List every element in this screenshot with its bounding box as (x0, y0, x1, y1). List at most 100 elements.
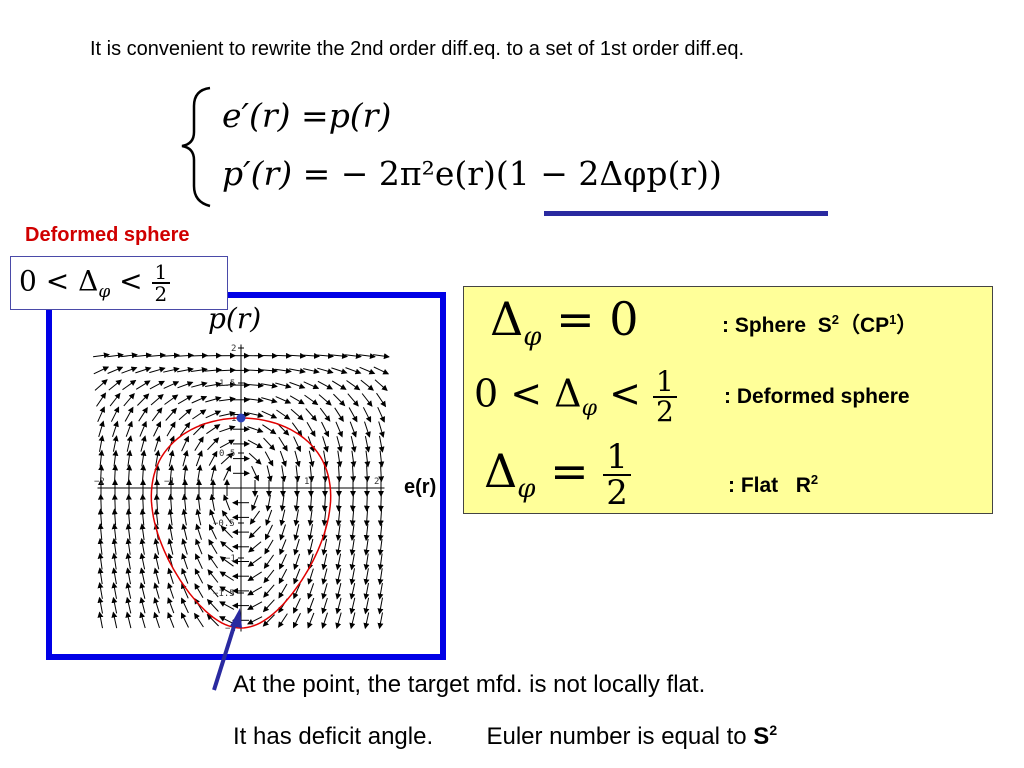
field-arrow (111, 582, 118, 599)
field-arrow (364, 435, 371, 453)
field-arrow (263, 569, 275, 584)
field-arrow (378, 421, 385, 438)
field-arrow (167, 523, 174, 541)
field-arrow (167, 611, 175, 628)
field-arrow (322, 436, 329, 453)
field-arrow (194, 568, 204, 584)
x-tick-label: −2 (94, 477, 105, 487)
field-arrow (98, 464, 105, 482)
field-arrow (220, 541, 234, 553)
field-arrow (190, 352, 208, 359)
field-arrow (307, 568, 314, 585)
field-arrow (335, 597, 342, 615)
field-arrow (377, 597, 384, 615)
field-arrow (335, 509, 342, 527)
field-arrow (223, 465, 231, 481)
field-arrow (112, 464, 119, 482)
field-arrow (261, 410, 278, 419)
field-arrow (149, 380, 165, 390)
y-tick-label: 2 (231, 344, 236, 354)
field-arrow (181, 493, 188, 511)
field-arrow (307, 524, 314, 541)
field-arrow (122, 379, 137, 391)
field-arrow (349, 553, 356, 571)
field-arrow (345, 353, 362, 360)
field-arrow (207, 584, 219, 598)
field-arrow (275, 396, 292, 404)
field-arrow (219, 556, 234, 567)
field-arrow (321, 509, 328, 527)
condition-phi: φ (98, 282, 111, 303)
field-arrow (219, 425, 236, 433)
field-arrow (350, 435, 357, 453)
field-arrow (126, 435, 133, 452)
field-arrow (363, 538, 370, 556)
field-arrow (288, 352, 306, 359)
field-arrow (218, 367, 236, 374)
y-tick-label: −1.5 (213, 589, 235, 599)
field-arrow (97, 523, 104, 541)
field-arrow (219, 410, 236, 417)
field-arrow (307, 612, 315, 629)
field-arrow (162, 352, 180, 359)
field-arrow (251, 465, 259, 482)
field-arrow (135, 366, 152, 374)
field-arrow (181, 523, 188, 541)
case-sphere-text: : Sphere (722, 314, 807, 337)
field-arrow (125, 611, 132, 629)
field-arrow (111, 493, 118, 511)
field-arrow (364, 465, 371, 483)
field-arrow (276, 409, 291, 420)
field-arrow (293, 494, 300, 512)
field-arrow (321, 597, 328, 615)
field-arrow (350, 465, 357, 483)
field-arrow (123, 392, 135, 407)
field-arrow (335, 524, 342, 541)
x-tick-label: 2 (374, 477, 379, 487)
field-arrow (275, 367, 292, 374)
field-arrow (335, 568, 342, 585)
field-arrow (349, 582, 356, 600)
field-arrow (154, 435, 161, 452)
field-arrow (153, 611, 160, 629)
field-arrow (377, 553, 384, 571)
field-arrow (279, 450, 287, 468)
field-arrow (262, 599, 275, 613)
field-arrow (196, 464, 203, 482)
field-arrow (121, 352, 138, 359)
field-arrow (377, 406, 385, 423)
field-arrow (373, 353, 390, 360)
field-arrow (317, 367, 334, 375)
field-arrow (363, 524, 370, 542)
field-arrow (97, 537, 104, 555)
field-arrow (97, 552, 104, 570)
field-arrow (139, 493, 146, 511)
field-arrow (125, 596, 132, 614)
field-arrow (362, 407, 372, 423)
case-sphere-label: : Sphere S2（CP1） (722, 309, 917, 339)
field-arrow (108, 379, 122, 391)
field-arrow (181, 508, 188, 526)
case-sphere-sup: 2 (831, 312, 839, 327)
field-arrow (207, 554, 219, 569)
field-arrow (265, 494, 272, 512)
field-arrow (247, 556, 262, 567)
condition-fraction: 1 2 (151, 262, 171, 304)
field-arrow (364, 421, 371, 438)
note-deficit: It has deficit angle. (233, 723, 434, 750)
field-arrow (207, 569, 219, 583)
field-arrow (112, 449, 119, 467)
field-arrow (363, 582, 370, 600)
fixed-point-marker (236, 413, 246, 423)
field-arrow (333, 393, 346, 407)
field-arrow (290, 408, 304, 421)
field-arrow (111, 552, 118, 570)
field-arrow (347, 393, 359, 407)
field-arrow (150, 393, 164, 406)
field-arrow (373, 366, 390, 375)
field-arrow (206, 598, 219, 612)
field-arrow (179, 421, 191, 436)
case-table (463, 286, 993, 514)
field-arrow (125, 493, 132, 511)
